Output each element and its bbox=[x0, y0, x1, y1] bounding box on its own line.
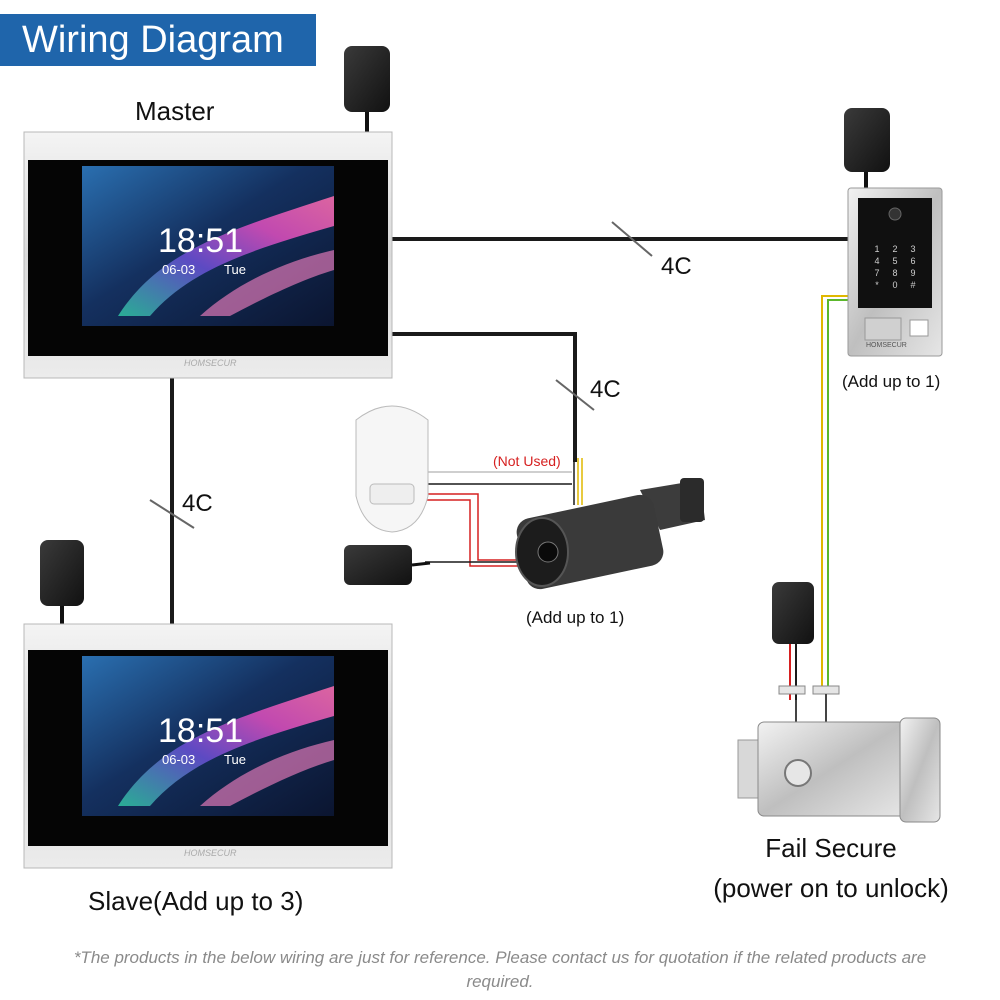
lock-label: Fail Secure (power on to unlock) bbox=[700, 828, 962, 908]
keypad-key: 6 bbox=[910, 256, 916, 266]
master-screen-day: Tue bbox=[224, 262, 246, 277]
master-monitor bbox=[23, 131, 393, 379]
keypad-key: 2 bbox=[892, 244, 898, 254]
power-adapter-doorbell bbox=[844, 108, 890, 192]
camera-count-label: (Add up to 1) bbox=[526, 608, 625, 627]
cable-master-to-camera bbox=[390, 332, 595, 462]
slave-brand: HOMSECUR bbox=[184, 848, 237, 858]
door-station-keypad: 1 2 3 4 5 6 7 8 9 * 0 # bbox=[868, 244, 922, 290]
keypad-key: 8 bbox=[892, 268, 898, 278]
slave-screen-day: Tue bbox=[224, 752, 246, 767]
door-station bbox=[847, 187, 943, 357]
lock-adapter-wires bbox=[778, 640, 840, 725]
keypad-key: # bbox=[910, 280, 916, 290]
footnote: *The products in the below wiring are ju… bbox=[73, 948, 927, 991]
not-used-label: (Not Used) bbox=[493, 453, 561, 469]
master-brand: HOMSECUR bbox=[184, 358, 237, 368]
doorbell-count-label: (Add up to 1) bbox=[842, 372, 941, 391]
keypad-key: * bbox=[875, 280, 879, 290]
keypad-key: 3 bbox=[910, 244, 916, 254]
cable-label-slave: 4C bbox=[182, 490, 213, 517]
keypad-key: 7 bbox=[874, 268, 880, 278]
lock-note-label: (power on to unlock) bbox=[713, 873, 949, 903]
cable-label-camera: 4C bbox=[590, 376, 621, 403]
lock-type-label: Fail Secure bbox=[765, 833, 897, 863]
cable-master-to-doorbell bbox=[390, 221, 850, 257]
keypad-key: 0 bbox=[892, 280, 898, 290]
keypad-key: 4 bbox=[874, 256, 880, 266]
door-station-brand: HOMSECUR bbox=[866, 342, 907, 349]
diagram-title: Wiring Diagram bbox=[0, 14, 316, 66]
keypad-key: 9 bbox=[910, 268, 916, 278]
power-adapter-master bbox=[344, 46, 390, 132]
keypad-key: 5 bbox=[892, 256, 898, 266]
master-label: Master bbox=[135, 96, 215, 126]
master-screen-time: 18:51 bbox=[158, 222, 244, 260]
keypad-key: 1 bbox=[874, 244, 880, 254]
electric-lock bbox=[737, 717, 941, 823]
slave-screen-date: 06-03 bbox=[162, 752, 196, 767]
power-adapter-slave bbox=[40, 540, 84, 624]
cable-label-doorbell: 4C bbox=[661, 253, 692, 280]
power-adapter-camera bbox=[344, 545, 431, 585]
slave-label: Slave(Add up to 3) bbox=[88, 886, 304, 916]
slave-screen-time: 18:51 bbox=[158, 712, 244, 750]
cable-master-to-slave bbox=[149, 378, 195, 625]
bullet-camera bbox=[515, 478, 705, 590]
power-adapter-lock bbox=[772, 582, 814, 644]
master-screen-date: 06-03 bbox=[162, 262, 196, 277]
slave-monitor bbox=[23, 623, 393, 869]
pir-sensor bbox=[355, 405, 429, 533]
camera-wires bbox=[425, 458, 583, 567]
